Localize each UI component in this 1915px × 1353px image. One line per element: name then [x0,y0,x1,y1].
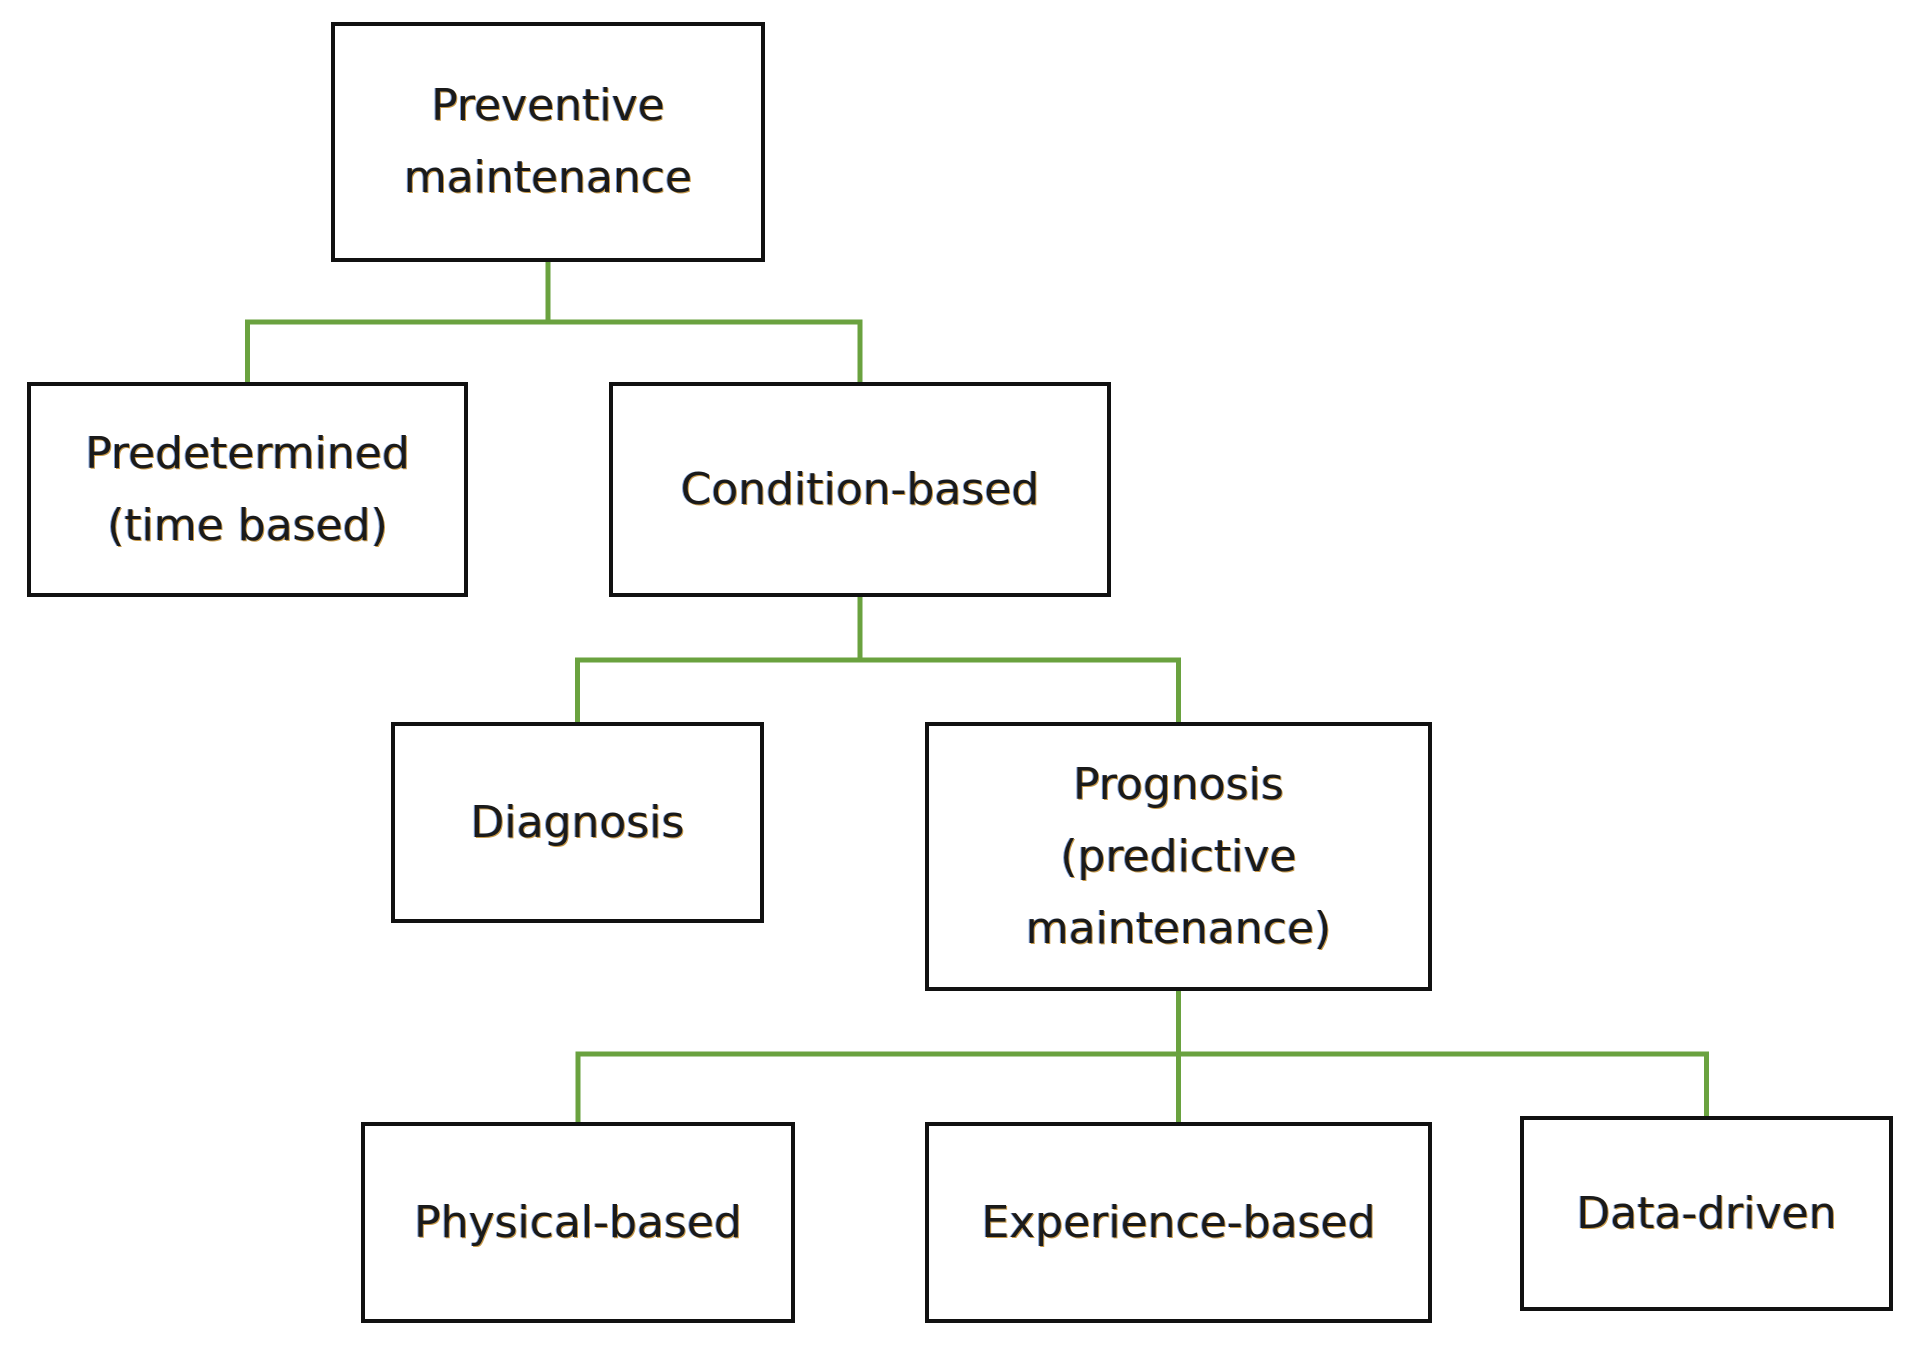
node-preventive-maintenance: Preventive maintenance [331,22,765,262]
node-label: Experience-based [981,1196,1376,1248]
node-label: Physical-based [414,1196,742,1248]
node-label: Condition-based [680,463,1040,515]
node-condition-based: Condition-based [609,382,1111,597]
edge-layer [245,259,1709,1125]
node-data-driven: Data-driven [1520,1116,1893,1311]
node-label: Diagnosis [470,796,685,848]
node-diagnosis: Diagnosis [391,722,764,923]
node-prognosis: Prognosis (predictive maintenance) [925,722,1432,991]
node-physical-based: Physical-based [361,1122,795,1323]
node-label: Predetermined (time based) [85,427,410,551]
node-label: Preventive maintenance [403,80,693,203]
node-experience-based: Experience-based [925,1122,1432,1323]
node-predetermined: Predetermined (time based) [27,382,468,597]
node-label: Prognosis (predictive maintenance) [1025,758,1332,954]
node-label: Data-driven [1576,1187,1837,1239]
